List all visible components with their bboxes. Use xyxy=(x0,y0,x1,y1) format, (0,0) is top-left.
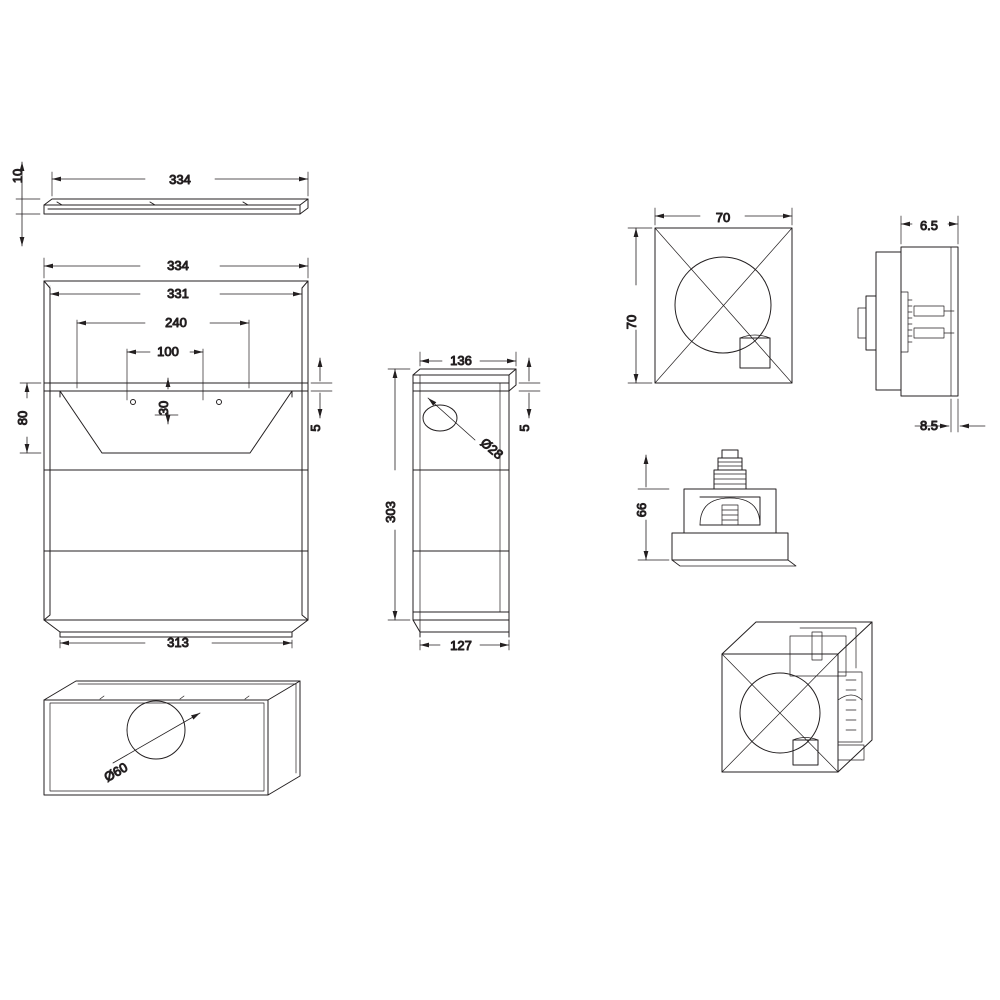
dim-base-width: 313 xyxy=(167,635,189,650)
dim-front-top-offset: 5 xyxy=(308,424,323,431)
dim-base-depth: 127 xyxy=(450,638,472,653)
dim-basin-hole: Ø60 xyxy=(101,759,130,784)
dim-handle-height: 30 xyxy=(156,401,171,415)
vanity-unit-front-elevation xyxy=(19,257,333,649)
flush-plate-isometric-view xyxy=(721,621,873,773)
dim-button-depth: 8.5 xyxy=(920,418,938,433)
flush-plate-side-view xyxy=(857,215,986,433)
dim-drawer-height: 80 xyxy=(15,411,30,425)
dim-drawer-width: 240 xyxy=(165,315,187,330)
dim-button-width: 66 xyxy=(634,503,649,517)
dim-side-top-offset: 5 xyxy=(517,424,532,431)
dim-plate-height: 70 xyxy=(624,315,639,329)
dim-side-height: 303 xyxy=(383,501,398,523)
dim-front-overall-width: 334 xyxy=(167,258,189,273)
flush-plate-front-view xyxy=(627,207,793,384)
flush-button-section-view xyxy=(637,449,797,567)
dim-handle-width: 100 xyxy=(157,344,179,359)
dim-plate-width: 70 xyxy=(716,210,730,225)
dim-countertop-width: 334 xyxy=(169,172,191,187)
dim-plate-depth: 6.5 xyxy=(920,218,938,233)
dim-waste-hole: Ø28 xyxy=(478,435,506,462)
dim-side-depth: 136 xyxy=(450,353,472,368)
vanity-unit-side-elevation xyxy=(387,351,541,651)
dim-front-inner-width: 331 xyxy=(167,286,189,301)
vanity-unit-plan-view xyxy=(43,680,301,796)
countertop-top-slab-view xyxy=(15,161,309,247)
dim-countertop-thickness: 10 xyxy=(10,169,25,183)
